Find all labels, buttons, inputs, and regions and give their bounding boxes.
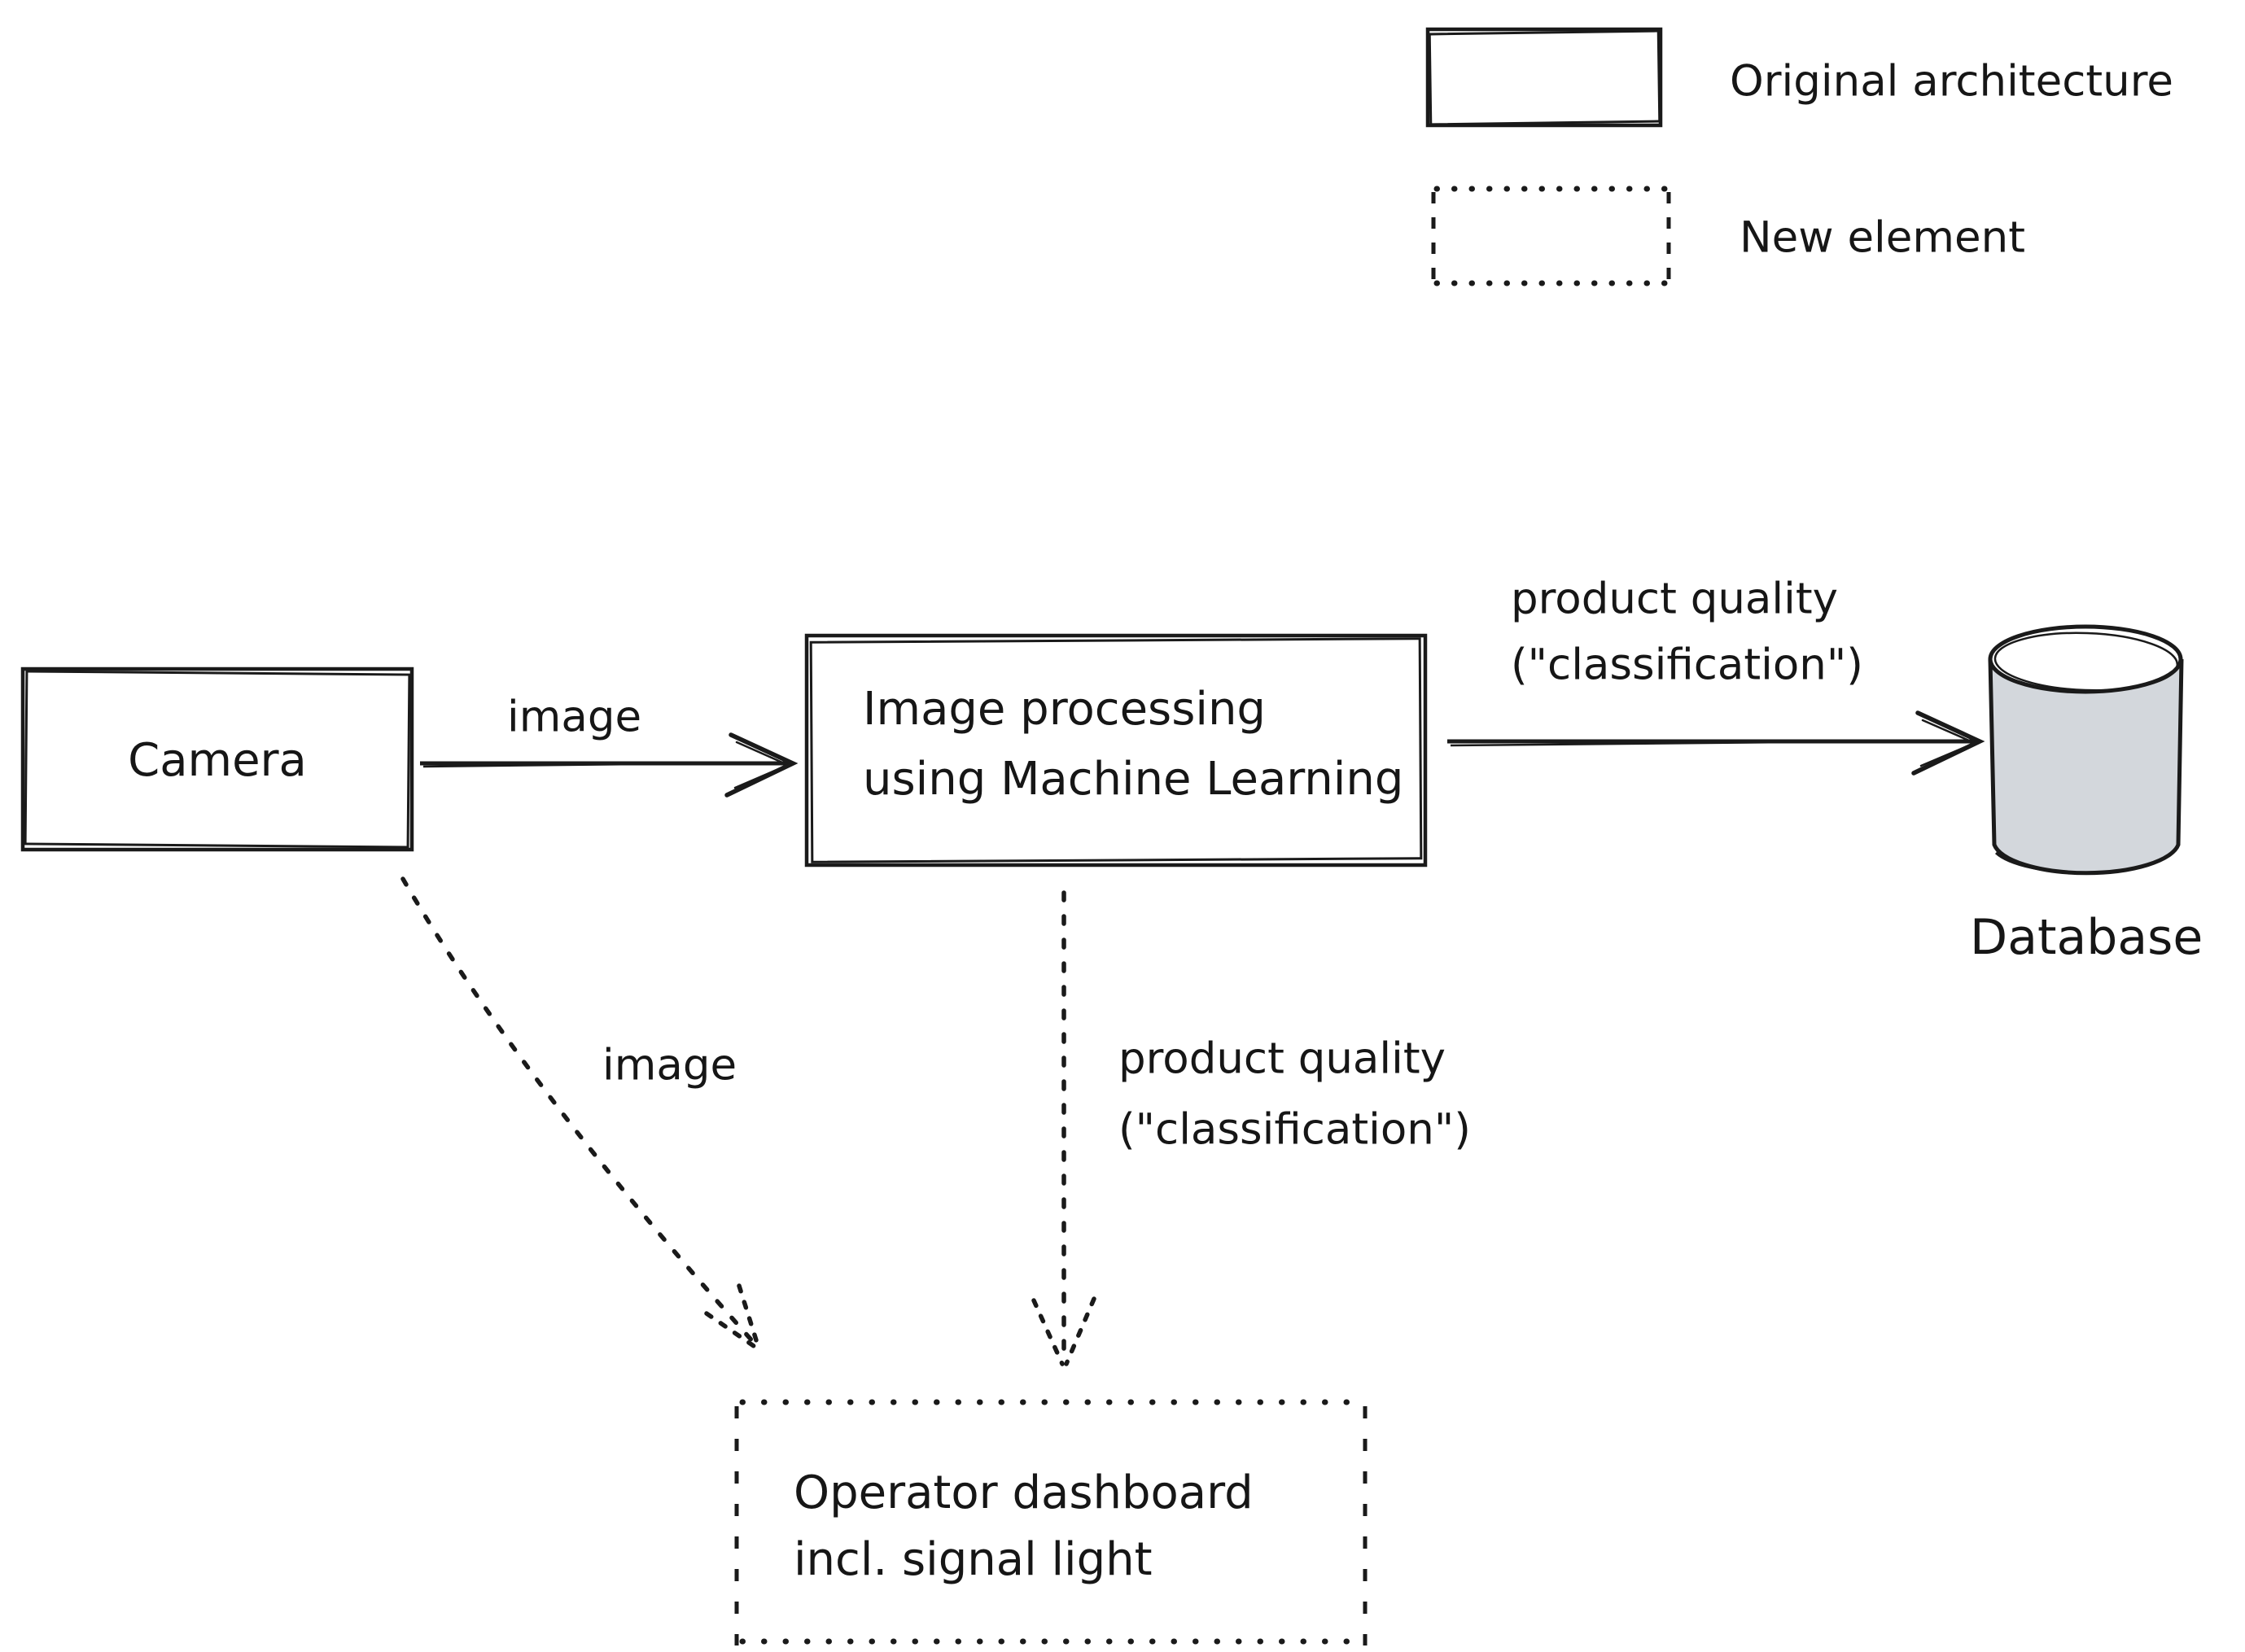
legend-solid-swatch bbox=[1425, 27, 1663, 128]
legend-label-new-element: New element bbox=[1740, 212, 2025, 263]
edge-label-image-bottom: image bbox=[602, 1040, 737, 1090]
image-processing-box bbox=[804, 633, 1428, 868]
arrow-processing-to-dashboard bbox=[1031, 890, 1096, 1366]
edge-label-product-quality-line1: product quality bbox=[1511, 574, 1839, 624]
edge-label-product-quality-line2: ("classification") bbox=[1511, 640, 1863, 690]
edge-label-product-quality-mid-line1: product quality bbox=[1118, 1034, 1446, 1084]
legend-dotted-swatch bbox=[1431, 186, 1672, 286]
database-cylinder bbox=[1988, 624, 2184, 876]
image-processing-label-line2: using Machine Learning bbox=[863, 753, 1404, 806]
image-processing-label-line1: Image processing bbox=[863, 683, 1266, 736]
operator-dashboard-label-line1: Operator dashboard bbox=[794, 1466, 1254, 1519]
camera-box bbox=[20, 666, 414, 852]
edge-label-image-top: image bbox=[507, 692, 642, 742]
legend-label-original-architecture: Original architecture bbox=[1730, 56, 2173, 107]
edge-label-product-quality-mid-line2: ("classification") bbox=[1118, 1104, 1471, 1155]
arrow-camera-to-dashboard bbox=[400, 876, 759, 1348]
arrow-processing-to-database bbox=[1447, 710, 1985, 776]
database-label: Database bbox=[1970, 909, 2203, 966]
operator-dashboard-label-line2: incl. signal light bbox=[794, 1533, 1153, 1586]
arrow-camera-to-processing bbox=[420, 732, 799, 798]
camera-label: Camera bbox=[128, 734, 307, 787]
operator-dashboard-box bbox=[734, 1399, 1368, 1645]
